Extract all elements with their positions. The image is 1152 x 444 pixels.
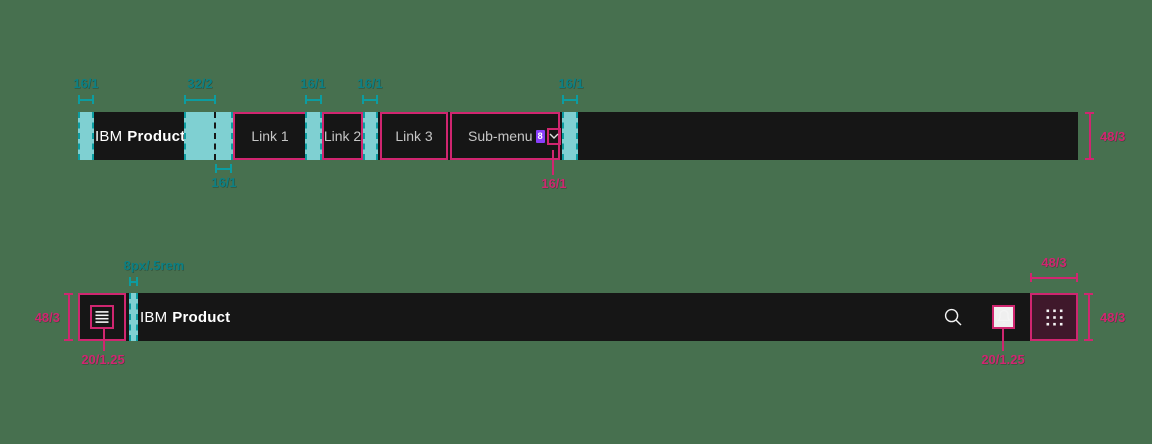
measure-bracket: [215, 164, 232, 173]
spacing-label-nav-item-padding: 16/1: [211, 175, 237, 190]
header-brand[interactable]: IBM Product: [95, 112, 185, 160]
size-label-bell-icon: 20/1.25: [981, 352, 1025, 367]
bell-icon: [996, 309, 1011, 323]
annotation-line: [1002, 329, 1004, 351]
brand-name: Product: [127, 127, 186, 145]
nav-link-1-label: Link 1: [251, 128, 289, 144]
measure-bracket: [1085, 112, 1094, 160]
spacing-overlay-brand-margin: [184, 112, 216, 160]
measure-bracket: [1084, 293, 1093, 341]
spacing-label-nav-end-gap: 16/1: [558, 76, 584, 91]
spacing-label-brand-margin: 32/2: [187, 76, 213, 91]
measure-bracket: [184, 95, 216, 104]
nav-link-2[interactable]: Link 2: [322, 112, 363, 160]
spacing-overlay-link-gap-1: [305, 112, 322, 160]
spacing-overlay-link-gap-2: [363, 112, 378, 160]
measure-bracket: [64, 293, 73, 341]
hamburger-menu-icon: [95, 311, 109, 323]
spacing-overlay-brand-gap: [129, 293, 138, 341]
measure-bracket: [78, 95, 94, 104]
measure-bracket: [129, 277, 138, 286]
chevron-highlight-box: [546, 127, 561, 145]
height-label-switcher: 48/3: [1100, 310, 1126, 325]
height-label-bottom-bar: 48/3: [34, 310, 60, 325]
annotation-line: [552, 150, 554, 175]
measure-bracket: [362, 95, 378, 104]
width-label-switcher: 48/3: [1041, 255, 1067, 270]
spacing-label-link-gap-1: 16/1: [300, 76, 326, 91]
measure-bracket: [1030, 273, 1078, 282]
measure-bracket: [305, 95, 322, 104]
brand-prefix: IBM: [140, 308, 168, 326]
nav-link-2-label: Link 2: [323, 128, 362, 144]
annotation-line: [103, 329, 105, 351]
nav-link-1[interactable]: Link 1: [233, 112, 307, 160]
spacing-overlay-nav-end-gap: [562, 112, 578, 160]
app-switcher-grid-icon: [1046, 309, 1062, 325]
bottom-header-bar: IBM Product: [78, 293, 1078, 341]
chevron-down-icon: [549, 133, 559, 139]
nav-link-3-label: Link 3: [395, 128, 433, 144]
nav-submenu-label: Sub-menu: [468, 128, 533, 144]
spacing-label-brand-gap: 8px/.5rem: [123, 258, 185, 273]
brand-name: Product: [172, 308, 231, 326]
size-label-menu-icon: 20/1.25: [81, 352, 125, 367]
header-brand[interactable]: IBM Product: [140, 293, 230, 341]
spacing-overlay-left-padding: [78, 112, 94, 160]
search-button[interactable]: [942, 306, 964, 328]
spacing-label-left-padding: 16/1: [73, 76, 99, 91]
spacing-overlay-nav-padding: [216, 112, 233, 160]
height-label-top-bar: 48/3: [1100, 129, 1126, 144]
menu-icon-highlight-box: [90, 305, 114, 329]
measure-bracket: [562, 95, 578, 104]
app-switcher-button[interactable]: [1030, 293, 1078, 341]
menu-button[interactable]: [78, 293, 126, 341]
search-icon: [944, 308, 962, 326]
brand-prefix: IBM: [95, 127, 123, 145]
spacing-label-link-gap-2: 16/1: [357, 76, 383, 91]
notifications-button[interactable]: [992, 305, 1015, 329]
nav-submenu[interactable]: Sub-menu 8: [450, 112, 561, 160]
spacing-label-chevron: 16/1: [541, 176, 567, 191]
nav-link-3[interactable]: Link 3: [380, 112, 448, 160]
spacing-badge-8: 8: [535, 129, 545, 143]
top-header-bar: IBM Product Link 1 Link 2 Link 3 Sub-men…: [78, 112, 1078, 160]
